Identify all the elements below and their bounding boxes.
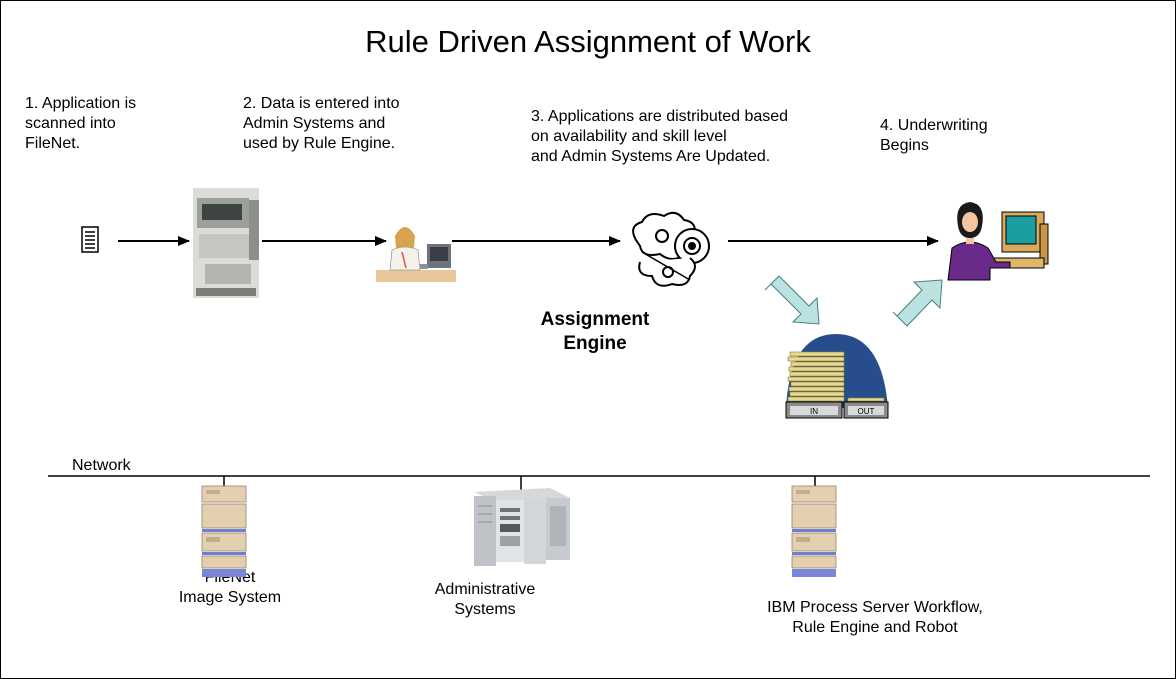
step-2-line-1: 2. Data is entered into: [243, 95, 400, 112]
step-1-line-1: 1. Application is: [25, 95, 137, 112]
step-4-line-2: Begins: [880, 137, 929, 154]
scanner-icon: [193, 188, 259, 298]
step-4-text: 4. Underwriting Begins: [880, 116, 988, 156]
step-1-line-2: scanned into: [25, 115, 116, 132]
server-tower-icon: [791, 485, 837, 577]
diagram-title: Rule Driven Assignment of Work: [365, 24, 811, 59]
step-1-text: 1. Application is scanned into FileNet.: [25, 94, 136, 154]
step-2-line-2: Admin Systems and: [243, 115, 386, 132]
step-3-line-3: and Admin Systems Are Updated.: [531, 148, 771, 165]
server-tower-icon: [201, 485, 247, 577]
network-label: Network: [72, 457, 131, 474]
ibm-process-server-line-2: Rule Engine and Robot: [792, 619, 958, 636]
step-3-text: 3. Applications are distributed based on…: [531, 107, 788, 167]
filenet-line-2: Image System: [178, 589, 282, 606]
data-entry-clerk-icon: [376, 227, 456, 282]
assignment-engine-label: Assignment Engine: [520, 308, 670, 356]
block-arrow-down-icon: [764, 275, 820, 325]
server-rack-icon: [474, 488, 570, 566]
inbox-in-label: IN: [810, 407, 818, 416]
assignment-engine-line-2: Engine: [563, 333, 627, 354]
step-3-line-2: on availability and skill level: [531, 128, 727, 145]
inbox-out-label: OUT: [858, 407, 875, 416]
step-3-line-1: 3. Applications are distributed based: [531, 108, 789, 125]
ibm-process-server-label: IBM Process Server Workflow, Rule Engine…: [735, 598, 1015, 638]
admin-systems-label: Administrative Systems: [410, 580, 560, 620]
block-arrow-up-icon: [892, 279, 943, 327]
admin-systems-line-1: Administrative: [434, 581, 536, 598]
gears-icon: [632, 211, 710, 287]
step-2-line-3: used by Rule Engine.: [243, 135, 396, 152]
admin-systems-line-2: Systems: [454, 601, 516, 618]
ibm-process-server-line-1: IBM Process Server Workflow,: [767, 599, 983, 616]
step-1-line-3: FileNet.: [25, 135, 81, 152]
document-icon: [81, 226, 99, 253]
underwriter-icon: [947, 202, 1049, 281]
assignment-engine-line-1: Assignment: [540, 309, 650, 330]
step-2-text: 2. Data is entered into Admin Systems an…: [243, 94, 400, 154]
step-4-line-1: 4. Underwriting: [880, 117, 988, 134]
inbox-outbox-icon: [785, 334, 889, 419]
